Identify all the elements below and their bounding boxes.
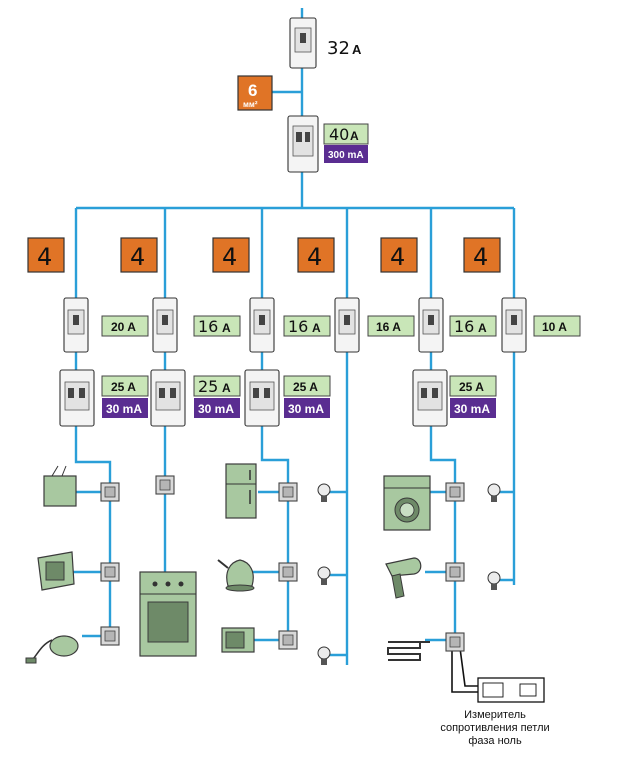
branch-rcd-3-rating: 25 A bbox=[293, 380, 318, 394]
supply-section-unit: мм² bbox=[243, 100, 258, 109]
main-rcd-unit: A bbox=[350, 129, 359, 143]
socket-icon bbox=[155, 475, 175, 495]
towel-warmer-icon bbox=[387, 641, 430, 661]
circuit-breaker-icon bbox=[249, 297, 275, 353]
meter-label-line-1: Измеритель bbox=[464, 709, 526, 721]
socket-icon bbox=[278, 562, 298, 582]
branch-breaker-5-rating: 16 bbox=[454, 317, 474, 336]
rcd-icon bbox=[59, 369, 95, 427]
section-box-4: 4 bbox=[297, 237, 335, 273]
branch-breaker-3-unit: A bbox=[312, 321, 321, 335]
branch-rcd-2-rating: 25 bbox=[198, 377, 218, 396]
socket-icon bbox=[445, 632, 465, 652]
circuit-breaker-icon bbox=[334, 297, 360, 353]
socket-icon bbox=[100, 626, 120, 646]
circuit-breaker-icon bbox=[289, 17, 317, 69]
branch-breaker-5-unit: A bbox=[478, 321, 487, 335]
svg-text:4: 4 bbox=[473, 243, 488, 271]
section-box-2: 4 bbox=[120, 237, 158, 273]
main-breaker-unit: A bbox=[352, 42, 362, 57]
stove-icon bbox=[139, 571, 197, 657]
section-box-6: 4 bbox=[463, 237, 501, 273]
branch-breaker-5: 16 A bbox=[418, 297, 497, 353]
svg-text:4: 4 bbox=[222, 243, 237, 271]
microwave-icon bbox=[221, 627, 255, 653]
meter-label-line-3: фаза ноль bbox=[468, 735, 522, 747]
svg-text:4: 4 bbox=[37, 243, 52, 271]
section-box-3: 4 bbox=[212, 237, 250, 273]
branch-rcd-1: 25 A 30 mA bbox=[59, 369, 149, 427]
branch-rcd-4-leakage: 30 mA bbox=[454, 402, 490, 416]
microwave-icon bbox=[37, 551, 75, 591]
vacuum-cleaner-icon bbox=[25, 635, 79, 664]
circuit-breaker-icon bbox=[63, 297, 89, 353]
washing-machine-icon bbox=[383, 475, 431, 531]
rcd-icon bbox=[150, 369, 186, 427]
branch-rcd-2: 25 A 30 mA bbox=[150, 369, 241, 427]
wiring bbox=[72, 8, 516, 693]
socket-icon bbox=[278, 630, 298, 650]
rcd-icon bbox=[244, 369, 280, 427]
branch-rcd-1-leakage: 30 mA bbox=[106, 402, 142, 416]
supply-section-box: 6 мм² bbox=[237, 75, 273, 111]
socket-icon bbox=[278, 482, 298, 502]
socket-icon bbox=[100, 562, 120, 582]
branch-breaker-4-rating: 16 A bbox=[376, 320, 401, 334]
branch-breaker-1: 20 A bbox=[63, 297, 149, 353]
branch-rcd-2-leakage: 30 mA bbox=[198, 402, 234, 416]
svg-text:4: 4 bbox=[130, 243, 145, 271]
branch-breaker-2-unit: A bbox=[222, 321, 231, 335]
rcd-icon bbox=[287, 115, 319, 173]
section-box-1: 4 bbox=[27, 237, 65, 273]
svg-text:4: 4 bbox=[307, 243, 322, 271]
loop-impedance-meter: Измеритель сопротивления петли фаза ноль bbox=[440, 677, 550, 747]
circuit-breaker-icon bbox=[501, 297, 527, 353]
branch-rcd-4-rating: 25 A bbox=[459, 380, 484, 394]
hair-dryer-icon bbox=[385, 557, 422, 599]
light-bulb-icon bbox=[317, 566, 331, 585]
branch-breaker-6-rating: 10 A bbox=[542, 320, 567, 334]
branch-rcd-3: 25 A 30 mA bbox=[244, 369, 331, 427]
appliances bbox=[25, 463, 501, 665]
branch-breaker-3: 16 A bbox=[249, 297, 331, 353]
branch-breaker-4: 16 A bbox=[334, 297, 415, 353]
light-bulb-icon bbox=[317, 646, 331, 665]
branch-rcds: 25 A 30 mA 25 A 30 mA 25 A 30 mA 25 A 30… bbox=[59, 369, 497, 427]
branch-breaker-2: 16 A bbox=[152, 297, 241, 353]
branch-rcd-4: 25 A 30 mA bbox=[412, 369, 497, 427]
sockets bbox=[100, 475, 465, 652]
circuit-breaker-icon bbox=[152, 297, 178, 353]
light-bulb-icon bbox=[487, 483, 501, 502]
fridge-icon bbox=[225, 463, 257, 519]
branch-breaker-6: 10 A bbox=[501, 297, 581, 353]
main-rcd: 40 A 300 mA bbox=[287, 115, 369, 173]
main-rcd-rating: 40 bbox=[329, 125, 349, 144]
kettle-icon bbox=[217, 559, 255, 592]
supply-section-value: 6 bbox=[248, 81, 257, 100]
meter-label-line-2: сопротивления петли bbox=[440, 722, 549, 734]
branch-rcd-1-rating: 25 A bbox=[111, 380, 136, 394]
svg-text:4: 4 bbox=[390, 243, 405, 271]
branch-section-boxes: 4 4 4 4 4 4 bbox=[27, 237, 501, 273]
section-box-5: 4 bbox=[380, 237, 418, 273]
socket-icon bbox=[445, 482, 465, 502]
branch-breaker-3-rating: 16 bbox=[288, 317, 308, 336]
socket-icon bbox=[445, 562, 465, 582]
light-bulb-icon bbox=[317, 483, 331, 502]
rcd-icon bbox=[412, 369, 448, 427]
main-rcd-leakage: 300 mA bbox=[328, 150, 364, 161]
tv-icon bbox=[43, 465, 77, 507]
branch-breaker-2-rating: 16 bbox=[198, 317, 218, 336]
loop-impedance-meter-icon bbox=[477, 677, 545, 703]
socket-icon bbox=[100, 482, 120, 502]
branch-rcd-3-leakage: 30 mA bbox=[288, 402, 324, 416]
light-bulb-icon bbox=[487, 571, 501, 590]
main-breaker: 32 A bbox=[289, 17, 362, 69]
circuit-breaker-icon bbox=[418, 297, 444, 353]
branch-breakers: 20 A 16 A 16 A 16 A 16 A 10 A bbox=[63, 297, 581, 353]
branch-rcd-2-unit: A bbox=[222, 381, 231, 395]
branch-breaker-1-rating: 20 A bbox=[111, 320, 136, 334]
main-breaker-rating: 32 bbox=[327, 38, 350, 59]
